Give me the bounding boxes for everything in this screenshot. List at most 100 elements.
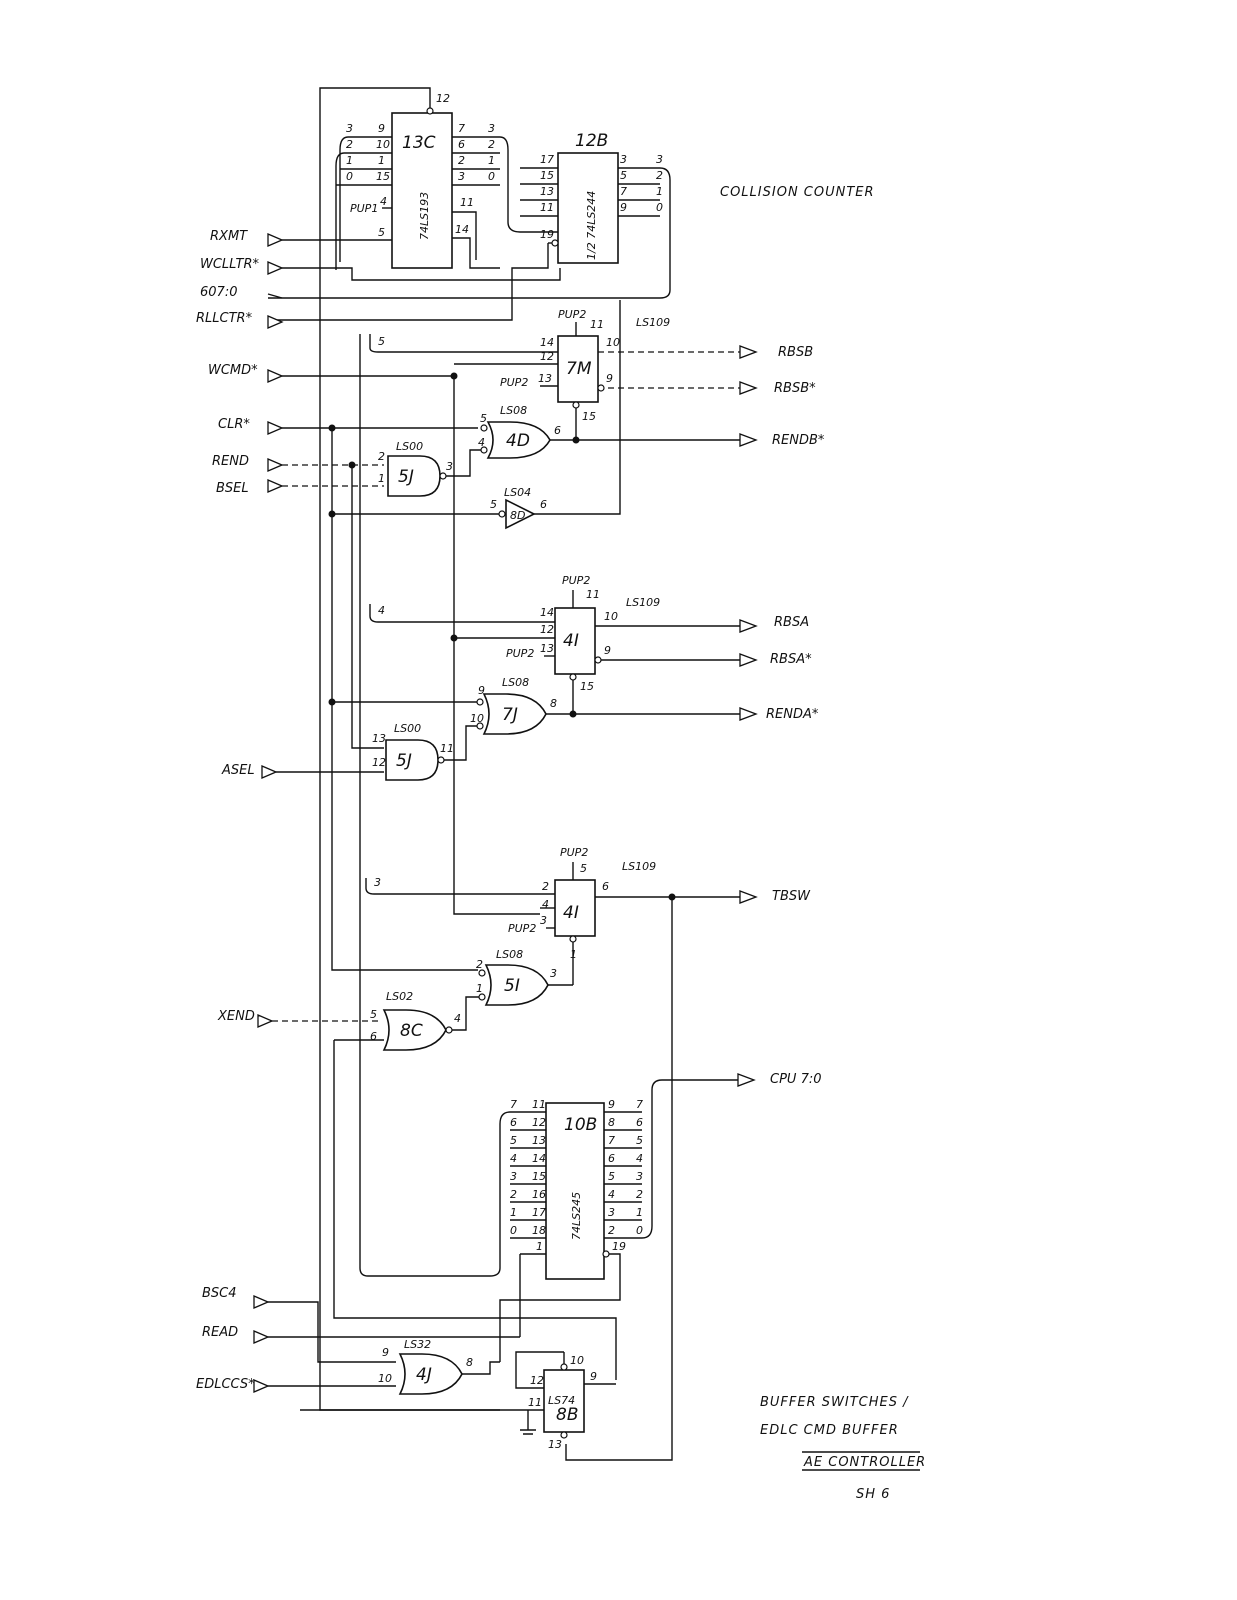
chip-5j-a-part: LS00 bbox=[394, 722, 421, 735]
svg-text:3: 3 bbox=[550, 967, 557, 980]
svg-text:4: 4 bbox=[478, 436, 485, 449]
svg-text:4: 4 bbox=[454, 1012, 461, 1025]
svg-text:2: 2 bbox=[510, 1188, 517, 1201]
label-rclctr: RLLCTR* bbox=[196, 311, 253, 326]
svg-text:11: 11 bbox=[540, 201, 554, 214]
arrow-wcmd bbox=[267, 369, 284, 383]
svg-text:9: 9 bbox=[382, 1346, 389, 1359]
svg-text:13: 13 bbox=[540, 185, 554, 198]
chip-12b-part: 1/2 74LS244 bbox=[585, 191, 598, 260]
svg-text:4: 4 bbox=[542, 898, 549, 911]
gate-8d bbox=[505, 498, 536, 530]
svg-text:15: 15 bbox=[540, 169, 554, 182]
svg-text:6: 6 bbox=[554, 424, 561, 437]
svg-text:1: 1 bbox=[476, 982, 483, 995]
chip-4d-ref: 4D bbox=[506, 431, 530, 451]
svg-text:5: 5 bbox=[580, 862, 587, 875]
svg-text:12: 12 bbox=[372, 756, 386, 769]
arrow-rxmt bbox=[267, 233, 284, 247]
svg-text:8: 8 bbox=[550, 697, 557, 710]
chip-8d-part: LS04 bbox=[504, 486, 531, 499]
chip-13c-part: 74LS193 bbox=[418, 192, 431, 240]
gate-5j-a bbox=[385, 739, 439, 781]
chip-4i-t-ref: 4I bbox=[563, 903, 579, 923]
svg-text:3: 3 bbox=[446, 460, 453, 473]
svg-text:9: 9 bbox=[620, 201, 627, 214]
svg-text:0: 0 bbox=[488, 170, 495, 183]
svg-text:3: 3 bbox=[488, 122, 495, 135]
svg-text:2: 2 bbox=[488, 138, 495, 151]
arrow-bsc4 bbox=[253, 1295, 270, 1309]
svg-text:5: 5 bbox=[608, 1170, 615, 1183]
label-edlccs: EDLCCS* bbox=[196, 1377, 255, 1392]
label-rend: REND bbox=[212, 454, 249, 469]
svg-text:4: 4 bbox=[510, 1152, 517, 1165]
svg-text:5: 5 bbox=[370, 1008, 377, 1021]
chip-7m-ref: 7M bbox=[566, 359, 592, 379]
chip-7m-part: LS109 bbox=[636, 316, 670, 329]
svg-text:5: 5 bbox=[510, 1134, 517, 1147]
svg-text:6: 6 bbox=[370, 1030, 377, 1043]
svg-text:15: 15 bbox=[582, 410, 596, 423]
chip-7j-part: LS08 bbox=[502, 676, 529, 689]
svg-text:12: 12 bbox=[540, 350, 554, 363]
drawing-title: AE CONTROLLER bbox=[803, 1455, 926, 1470]
label-rbsa-n: RBSA* bbox=[770, 652, 812, 667]
svg-text:4: 4 bbox=[378, 604, 385, 617]
svg-text:2: 2 bbox=[476, 958, 483, 971]
chip-5i-ref: 5I bbox=[504, 976, 520, 996]
transceiver-b-bus bbox=[359, 334, 511, 1277]
label-renda: RENDA* bbox=[766, 707, 819, 722]
arrow-cpu bbox=[737, 1073, 756, 1087]
label-read: READ bbox=[202, 1325, 238, 1340]
label-b07: 607:0 bbox=[200, 285, 237, 300]
chip-8c-ref: 8C bbox=[400, 1021, 423, 1041]
chip-13c-ref: 13C bbox=[402, 133, 436, 153]
svg-text:11: 11 bbox=[460, 196, 474, 209]
svg-text:2: 2 bbox=[378, 450, 385, 463]
svg-text:7: 7 bbox=[510, 1098, 517, 1111]
gate-5i bbox=[484, 964, 549, 1006]
sheet-number: SH 6 bbox=[856, 1487, 890, 1502]
chip-8c-part: LS02 bbox=[386, 990, 413, 1003]
chip-10b-ref: 10B bbox=[564, 1115, 597, 1135]
svg-text:6: 6 bbox=[608, 1152, 615, 1165]
svg-text:6: 6 bbox=[510, 1116, 517, 1129]
chip-5i-part: LS08 bbox=[496, 948, 523, 961]
counter-data-inputs bbox=[336, 136, 392, 186]
clr-bus bbox=[331, 428, 478, 971]
svg-text:4: 4 bbox=[380, 195, 387, 208]
arrow-xend bbox=[257, 1014, 274, 1028]
svg-text:5: 5 bbox=[490, 498, 497, 511]
svg-text:15: 15 bbox=[580, 680, 594, 693]
pup2-label-4i-a: PUP2 bbox=[562, 574, 590, 587]
svg-text:10: 10 bbox=[570, 1354, 584, 1367]
svg-text:0: 0 bbox=[346, 170, 353, 183]
pup2-label-4i-t-k: PUP2 bbox=[508, 922, 536, 935]
svg-text:1: 1 bbox=[536, 1240, 543, 1253]
svg-text:15: 15 bbox=[532, 1170, 546, 1183]
svg-text:3: 3 bbox=[540, 914, 547, 927]
svg-text:11: 11 bbox=[586, 588, 600, 601]
label-clr: CLR* bbox=[218, 417, 250, 432]
chip-5j-b-ref: 5J bbox=[398, 467, 414, 487]
label-tbsw: TBSW bbox=[772, 889, 811, 904]
svg-text:6: 6 bbox=[458, 138, 465, 151]
svg-text:3: 3 bbox=[374, 876, 381, 889]
buffer-y-outputs bbox=[618, 167, 660, 217]
label-cpu: CPU 7:0 bbox=[770, 1072, 822, 1087]
arrow-wclctr bbox=[267, 261, 284, 275]
svg-text:0: 0 bbox=[656, 201, 663, 214]
svg-text:5: 5 bbox=[620, 169, 627, 182]
svg-text:10: 10 bbox=[376, 138, 390, 151]
arrow-rclctr bbox=[267, 315, 284, 329]
svg-text:2: 2 bbox=[542, 880, 549, 893]
svg-text:12: 12 bbox=[436, 92, 450, 105]
svg-text:1: 1 bbox=[656, 185, 663, 198]
chip-10b-part: 74LS245 bbox=[570, 1192, 583, 1240]
title-block: BUFFER SWITCHES / EDLC CMD BUFFER AE CON… bbox=[760, 1395, 926, 1502]
chip-4i-a-part: LS109 bbox=[626, 596, 660, 609]
svg-text:3: 3 bbox=[510, 1170, 517, 1183]
